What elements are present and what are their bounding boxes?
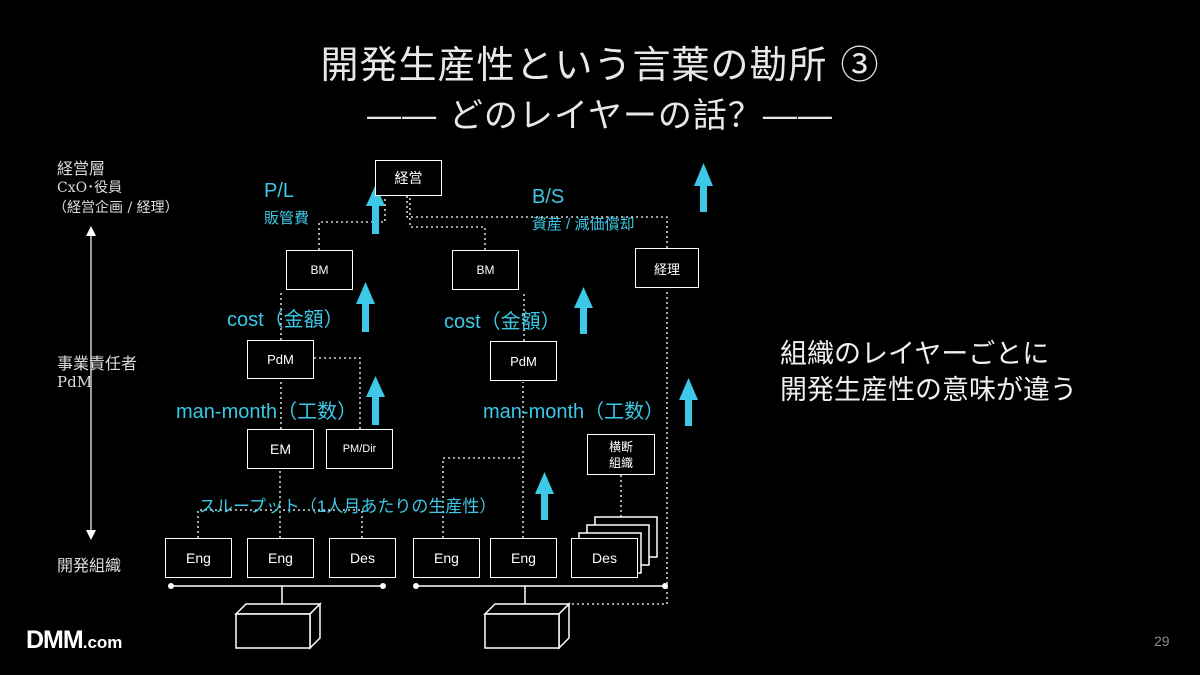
page-number: 29 [1154,633,1170,649]
up-arrow-bs [694,163,713,212]
slide-title: 開発生産性という言葉の勘所 ③ [320,43,880,87]
dmm-logo: DMM.com [26,626,122,655]
side-text-line1: 組織のレイヤーごとに [780,339,1050,370]
slide-subtitle: ―― どのレイヤーの話？―― [367,96,833,136]
dmm-logo-suffix: .com [82,633,123,652]
box-oudan-line1: 横断 [608,439,633,454]
box-pdm-right: PdM [490,341,557,381]
box-keiri: 経理 [635,248,699,288]
up-arrow-manmonth-left [366,376,385,425]
label-cost-right: cost（金額） [444,311,561,333]
label-bs: B/S [532,186,565,208]
box-eng-3: Eng [413,538,480,578]
layer-mid-name: 事業責任者 [57,354,138,373]
product-box-right [483,602,571,650]
box-oudan-soshiki: 横断 組織 [587,434,655,475]
layer-top-sub: CxO･役員 [57,180,123,196]
box-eng-1: Eng [165,538,232,578]
label-manmonth-right: man-month（工数） [483,401,665,423]
layer-axis-down-arrowhead [86,530,96,540]
up-arrow-cost-right [574,287,593,334]
label-cost-left: cost（金額） [227,309,344,331]
team-group-dots [168,583,668,589]
up-arrow-manmonth-right [679,378,698,426]
layer-top-sub2: （経営企画 / 経理） [53,200,179,216]
layer-mid-sub: PdM [57,373,93,391]
dotted-connectors [197,196,668,605]
box-eng-4: Eng [490,538,557,578]
layer-top-name: 経営層 [57,159,106,178]
box-des-1: Des [329,538,396,578]
box-bm-right: BM [452,250,519,290]
up-arrow-cost-left [356,282,375,332]
label-pl-sub: 販管費 [264,210,310,227]
box-pm-dir: PM/Dir [326,429,393,469]
cyan-up-arrows [356,163,713,520]
layer-axis-up-arrowhead [86,226,96,236]
box-keiei: 経営 [375,160,442,196]
dmm-logo-mark: DMM [26,626,84,654]
side-text-line2: 開発生産性の意味が違う [780,375,1077,406]
label-manmonth-left: man-month（工数） [176,401,358,423]
box-oudan-line2: 組織 [608,455,633,470]
up-arrow-throughput-right [535,472,554,520]
label-bs-sub: 資産 / 減価償却 [532,216,635,233]
box-eng-2: Eng [247,538,314,578]
box-pdm-left: PdM [247,340,314,379]
box-em: EM [247,429,314,469]
box-bm-left: BM [286,250,353,290]
label-throughput: スループット（1人月あたりの生産性） [199,497,497,516]
box-des-2: Des [571,538,638,578]
product-box-left [234,602,322,650]
label-pl: P/L [264,180,295,202]
layer-bottom-name: 開発組織 [57,556,122,575]
